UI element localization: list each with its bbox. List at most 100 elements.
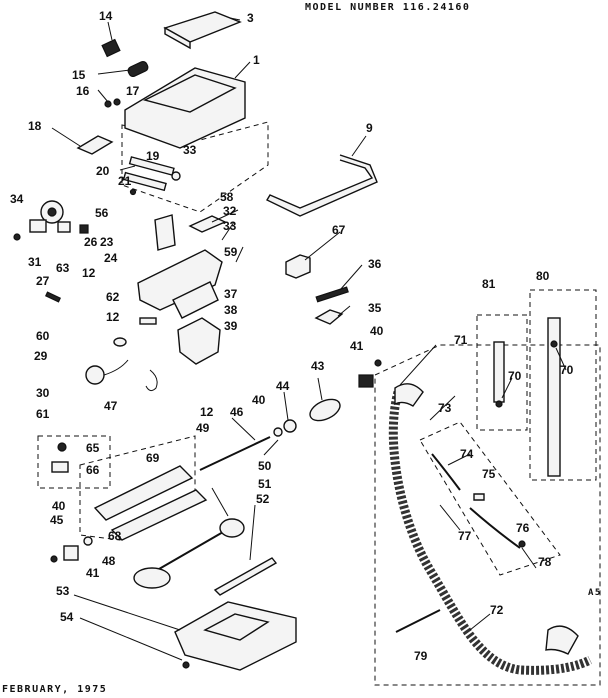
wire-74-part <box>431 453 461 491</box>
plate-18-part <box>76 135 114 155</box>
callout-78: 78 <box>538 555 552 569</box>
group-outline-handle <box>121 121 269 213</box>
washer-40b-part <box>273 427 283 437</box>
callout-26: 26 <box>84 235 98 249</box>
washer-40-part <box>374 359 382 367</box>
callout-19: 19 <box>146 149 160 163</box>
hub-56-part <box>47 207 57 217</box>
callout-59: 59 <box>224 245 238 259</box>
group-outline-wand-80 <box>529 289 597 481</box>
callout-31: 31 <box>28 255 42 269</box>
callout-70a: 70 <box>508 369 522 383</box>
hood-housing-top <box>143 74 237 113</box>
screw-54-part <box>182 661 190 669</box>
callout-47: 47 <box>104 399 118 413</box>
screw-34-part <box>13 233 21 241</box>
model-number-label: MODEL NUMBER 116.24160 <box>305 2 471 13</box>
bracket-63-part <box>57 221 71 233</box>
callout-81: 81 <box>482 277 496 291</box>
wire-77-part <box>469 507 521 549</box>
callout-33a: 33 <box>183 143 197 157</box>
callout-53: 53 <box>56 584 70 598</box>
bail-handle-9-part <box>266 154 378 217</box>
callout-50: 50 <box>258 459 272 473</box>
motor-frame-37 <box>172 281 219 319</box>
callout-3: 3 <box>247 11 254 25</box>
bracket-67-part <box>285 254 311 279</box>
wand-80-part <box>547 317 561 477</box>
callout-75: 75 <box>482 467 496 481</box>
clip-16-part <box>104 100 112 108</box>
clip-35-part <box>314 309 344 325</box>
callout-27: 27 <box>36 274 50 288</box>
callout-23: 23 <box>100 235 114 249</box>
button-70b <box>550 340 558 348</box>
callout-1: 1 <box>253 53 260 67</box>
wand-81-part <box>493 341 505 403</box>
guard-52-part <box>213 557 278 596</box>
callout-77: 77 <box>458 529 472 543</box>
callout-20: 20 <box>96 164 110 178</box>
clip-75-part <box>473 493 485 501</box>
callout-58: 58 <box>220 190 234 204</box>
callout-43: 43 <box>311 359 325 373</box>
date-label: FEBRUARY, 1975 <box>2 684 108 695</box>
callout-68: 68 <box>108 529 122 543</box>
callout-12b: 12 <box>106 310 120 324</box>
nut-33-part <box>171 171 181 181</box>
plate-62-part <box>139 317 157 325</box>
callout-21: 21 <box>118 174 132 188</box>
callout-73: 73 <box>438 401 452 415</box>
axle-46-part <box>199 436 271 471</box>
callout-56: 56 <box>95 206 109 220</box>
callout-24: 24 <box>104 251 118 265</box>
motor-base-part <box>137 249 223 311</box>
callout-34: 34 <box>10 192 24 206</box>
callout-74: 74 <box>460 447 474 461</box>
strip-60-part <box>45 291 61 303</box>
callout-52: 52 <box>256 492 270 506</box>
callout-17: 17 <box>126 84 140 98</box>
belt-51-part <box>219 518 245 538</box>
wheel-bracket-part <box>133 567 171 589</box>
callout-65: 65 <box>86 441 100 455</box>
callout-62: 62 <box>106 290 120 304</box>
callout-41b: 41 <box>86 566 100 580</box>
screw-45-part <box>50 555 58 563</box>
brush-roll-68-part <box>110 489 208 541</box>
cord-30-wire <box>103 359 129 376</box>
callout-54: 54 <box>60 610 74 624</box>
strip-36-part <box>315 286 349 303</box>
callout-76: 76 <box>516 521 530 535</box>
group-outline-wand-81 <box>476 314 528 431</box>
callout-30: 30 <box>36 386 50 400</box>
cord-reel-30-part <box>85 365 105 385</box>
callout-40a: 40 <box>370 324 384 338</box>
part-26 <box>79 224 89 234</box>
callout-18: 18 <box>28 119 42 133</box>
callout-61: 61 <box>36 407 50 421</box>
callout-16: 16 <box>76 84 90 98</box>
callout-41a: 41 <box>350 339 364 353</box>
callout-44: 44 <box>276 379 290 393</box>
bracket-31-part <box>29 219 47 233</box>
page-code: A5 <box>588 588 602 598</box>
callout-80: 80 <box>536 269 550 283</box>
callout-35: 35 <box>368 301 382 315</box>
callout-32: 32 <box>223 204 237 218</box>
screw-65-part <box>57 442 67 452</box>
callout-40c: 40 <box>52 499 66 513</box>
callout-49: 49 <box>196 421 210 435</box>
callout-33b: 33 <box>223 219 237 233</box>
bulb-29-part <box>113 337 127 347</box>
callout-70b: 70 <box>560 363 574 377</box>
bar-20-part <box>122 171 167 192</box>
spring-15-part <box>127 60 149 78</box>
leader-lines <box>51 17 567 661</box>
callout-9: 9 <box>366 121 373 135</box>
callout-12c: 12 <box>200 405 214 419</box>
callout-15: 15 <box>72 68 86 82</box>
nut-41b-part <box>63 545 79 561</box>
callout-12a: 12 <box>82 266 96 280</box>
